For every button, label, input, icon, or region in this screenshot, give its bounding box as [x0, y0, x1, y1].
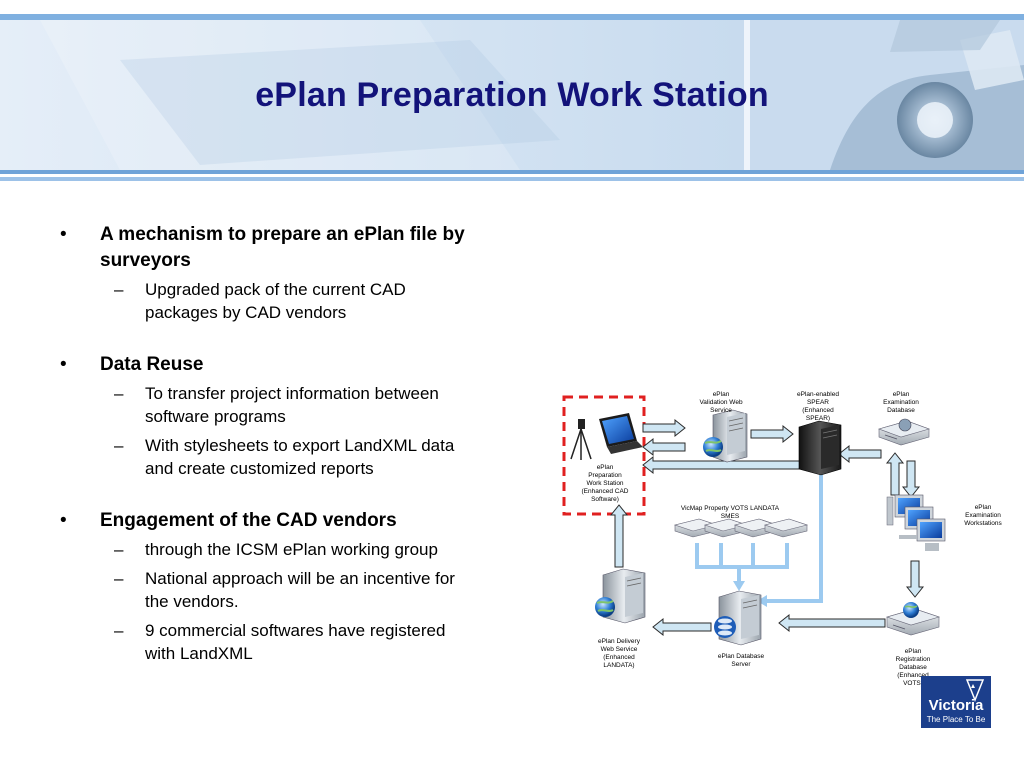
bullet-dot: •	[60, 224, 67, 245]
logo-name: Victoria	[929, 697, 984, 714]
arrow-registration-to-database	[778, 613, 886, 633]
sub-bullet-item: – 9 commercial softwares have registered …	[60, 619, 480, 665]
sub-bullet-dash: –	[114, 436, 124, 455]
sub-bullet-dash: –	[114, 569, 124, 588]
globe-icon	[703, 437, 723, 457]
victoria-logo: Victoria The Place To Be	[921, 676, 991, 728]
arrow-validation-to-spear	[750, 424, 794, 444]
sub-bullet-item: – National approach will be an incentive …	[60, 567, 480, 613]
bullet-dot: •	[60, 510, 67, 531]
validation-server-icon	[712, 409, 748, 463]
bullet-item: • A mechanism to prepare an ePlan file by…	[60, 222, 480, 274]
banner-photo	[0, 20, 1024, 170]
sub-bullet-dash: –	[114, 621, 124, 640]
arrow-validation-to-prep	[642, 437, 686, 457]
arrow-spear-to-prep	[642, 455, 818, 475]
arrow-examdb-to-workstations	[901, 460, 921, 498]
arrow-workstations-to-examdb	[885, 452, 905, 496]
database-cylinder-icon	[714, 616, 736, 638]
sub-bullet-item: – through the ICSM ePlan working group	[60, 538, 480, 561]
bullet-text: Data Reuse	[100, 354, 204, 375]
sub-bullet-item: – Upgraded pack of the current CAD packag…	[60, 278, 480, 324]
globe-icon	[903, 602, 919, 618]
header-banner	[0, 20, 1024, 170]
sub-bullet-dash: –	[114, 540, 124, 559]
top-rule	[0, 14, 1024, 20]
laptop-icon	[599, 413, 643, 454]
logo-tagline: The Place To Be	[927, 715, 986, 724]
sub-bullet-text: To transfer project information between …	[145, 384, 439, 426]
sub-bullet-dash: –	[114, 280, 124, 299]
data-connector	[695, 471, 823, 603]
arrow-prep-to-validation	[642, 418, 686, 438]
highlight-box	[562, 395, 646, 516]
data-source-disk-icon	[673, 518, 719, 538]
bullet-item: • Data Reuse	[60, 352, 480, 378]
globe-icon	[595, 597, 615, 617]
sub-bullet-text: National approach will be an incentive f…	[145, 569, 455, 611]
connector-arrowhead	[733, 581, 745, 591]
workstations-icon	[886, 494, 946, 551]
bullet-text: Engagement of the CAD vendors	[100, 510, 397, 531]
sub-bullet-item: – To transfer project information between…	[60, 382, 480, 428]
arrow-workstations-to-registration	[905, 560, 925, 598]
bullet-dot: •	[60, 354, 67, 375]
banner-rule	[0, 170, 1024, 174]
spear-server-icon	[798, 420, 842, 476]
sub-bullet-text: With stylesheets to export LandXML data …	[145, 436, 455, 478]
exam-database-icon	[878, 418, 930, 446]
arrow-delivery-to-prep	[609, 504, 629, 568]
bullet-list: • A mechanism to prepare an ePlan file by…	[60, 222, 480, 671]
bullet-item: • Engagement of the CAD vendors	[60, 508, 480, 534]
arrow-database-to-delivery	[652, 617, 712, 637]
data-source-disk-icon	[763, 518, 809, 538]
sub-bullet-text: 9 commercial softwares have registered w…	[145, 621, 446, 663]
sub-bullet-text: Upgraded pack of the current CAD package…	[145, 280, 406, 322]
bullet-text: A mechanism to prepare an ePlan file by …	[100, 224, 465, 271]
banner-rule	[0, 177, 1024, 181]
slide-title: ePlan Preparation Work Station	[255, 76, 769, 114]
survey-tripod-icon	[570, 419, 592, 460]
connector-arrowhead	[757, 595, 767, 607]
sub-bullet-dash: –	[114, 384, 124, 403]
sub-bullet-text: through the ICSM ePlan working group	[145, 540, 438, 559]
arrow-examdb-to-spear	[838, 444, 882, 464]
sub-bullet-item: – With stylesheets to export LandXML data…	[60, 434, 480, 480]
